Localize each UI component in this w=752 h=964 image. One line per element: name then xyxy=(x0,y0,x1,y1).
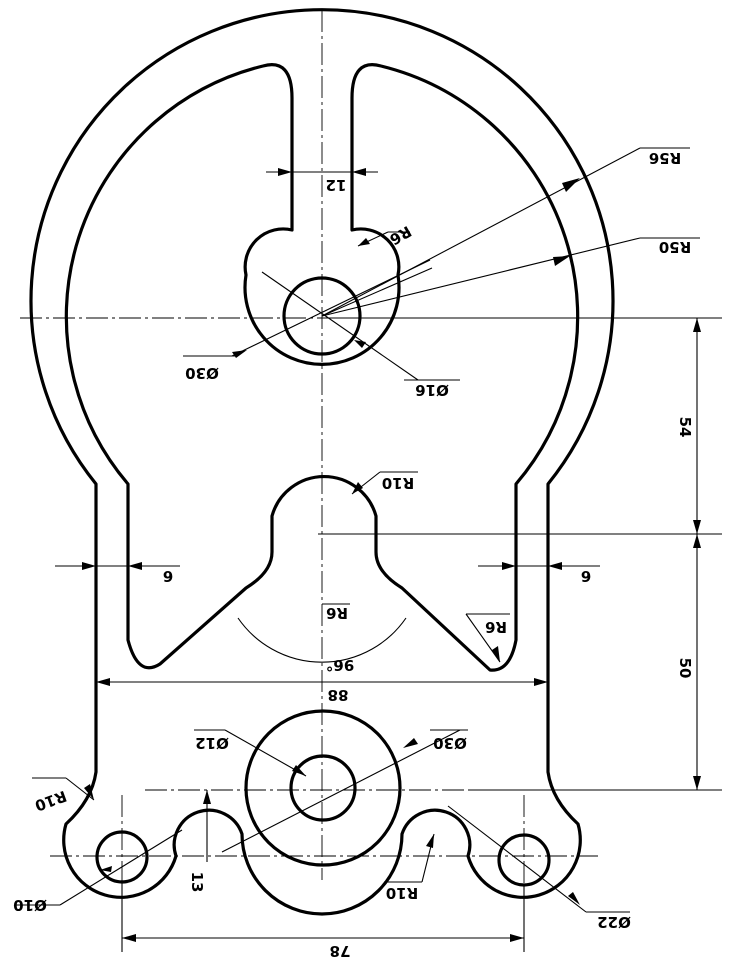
dim-88: 88 xyxy=(328,686,349,704)
dim-6-left: 6 xyxy=(163,567,173,585)
hub-d30-bottom xyxy=(244,709,402,867)
center-lines xyxy=(20,10,722,925)
dim-d12: Ø12 xyxy=(195,734,229,752)
dim-d30-bottom: Ø30 xyxy=(433,734,467,752)
dim-d16: Ø16 xyxy=(415,381,449,399)
dim-12: 12 xyxy=(326,176,347,194)
dim-78: 78 xyxy=(330,942,351,960)
arrowheads xyxy=(82,168,701,942)
dim-r6-mid: R6 xyxy=(326,604,348,622)
dim-13: 13 xyxy=(188,872,206,893)
dim-50: 50 xyxy=(676,658,694,679)
dim-r10-bottom: R10 xyxy=(386,884,418,902)
dimension-lines xyxy=(15,147,722,952)
dim-r10-left: R10 xyxy=(32,787,69,815)
dimension-labels: R56 R50 12 R6 Ø30 Ø16 54 R10 6 6 R6 R6 9… xyxy=(13,149,694,960)
dim-r50: R50 xyxy=(659,238,691,256)
dim-r10-mid: R10 xyxy=(382,474,414,492)
dim-r6-right: R6 xyxy=(485,618,507,636)
dim-r56: R56 xyxy=(649,149,681,167)
dim-d22: Ø22 xyxy=(597,913,631,931)
dim-96-deg: 96° xyxy=(326,656,354,674)
hole-d16 xyxy=(282,276,362,356)
dim-d10: Ø10 xyxy=(13,896,47,914)
dim-d30-top: Ø30 xyxy=(185,364,219,382)
dim-54: 54 xyxy=(676,417,694,438)
outer-contour xyxy=(29,8,615,916)
dim-6-right: 6 xyxy=(581,567,591,585)
hole-d12-bottom xyxy=(289,754,357,822)
